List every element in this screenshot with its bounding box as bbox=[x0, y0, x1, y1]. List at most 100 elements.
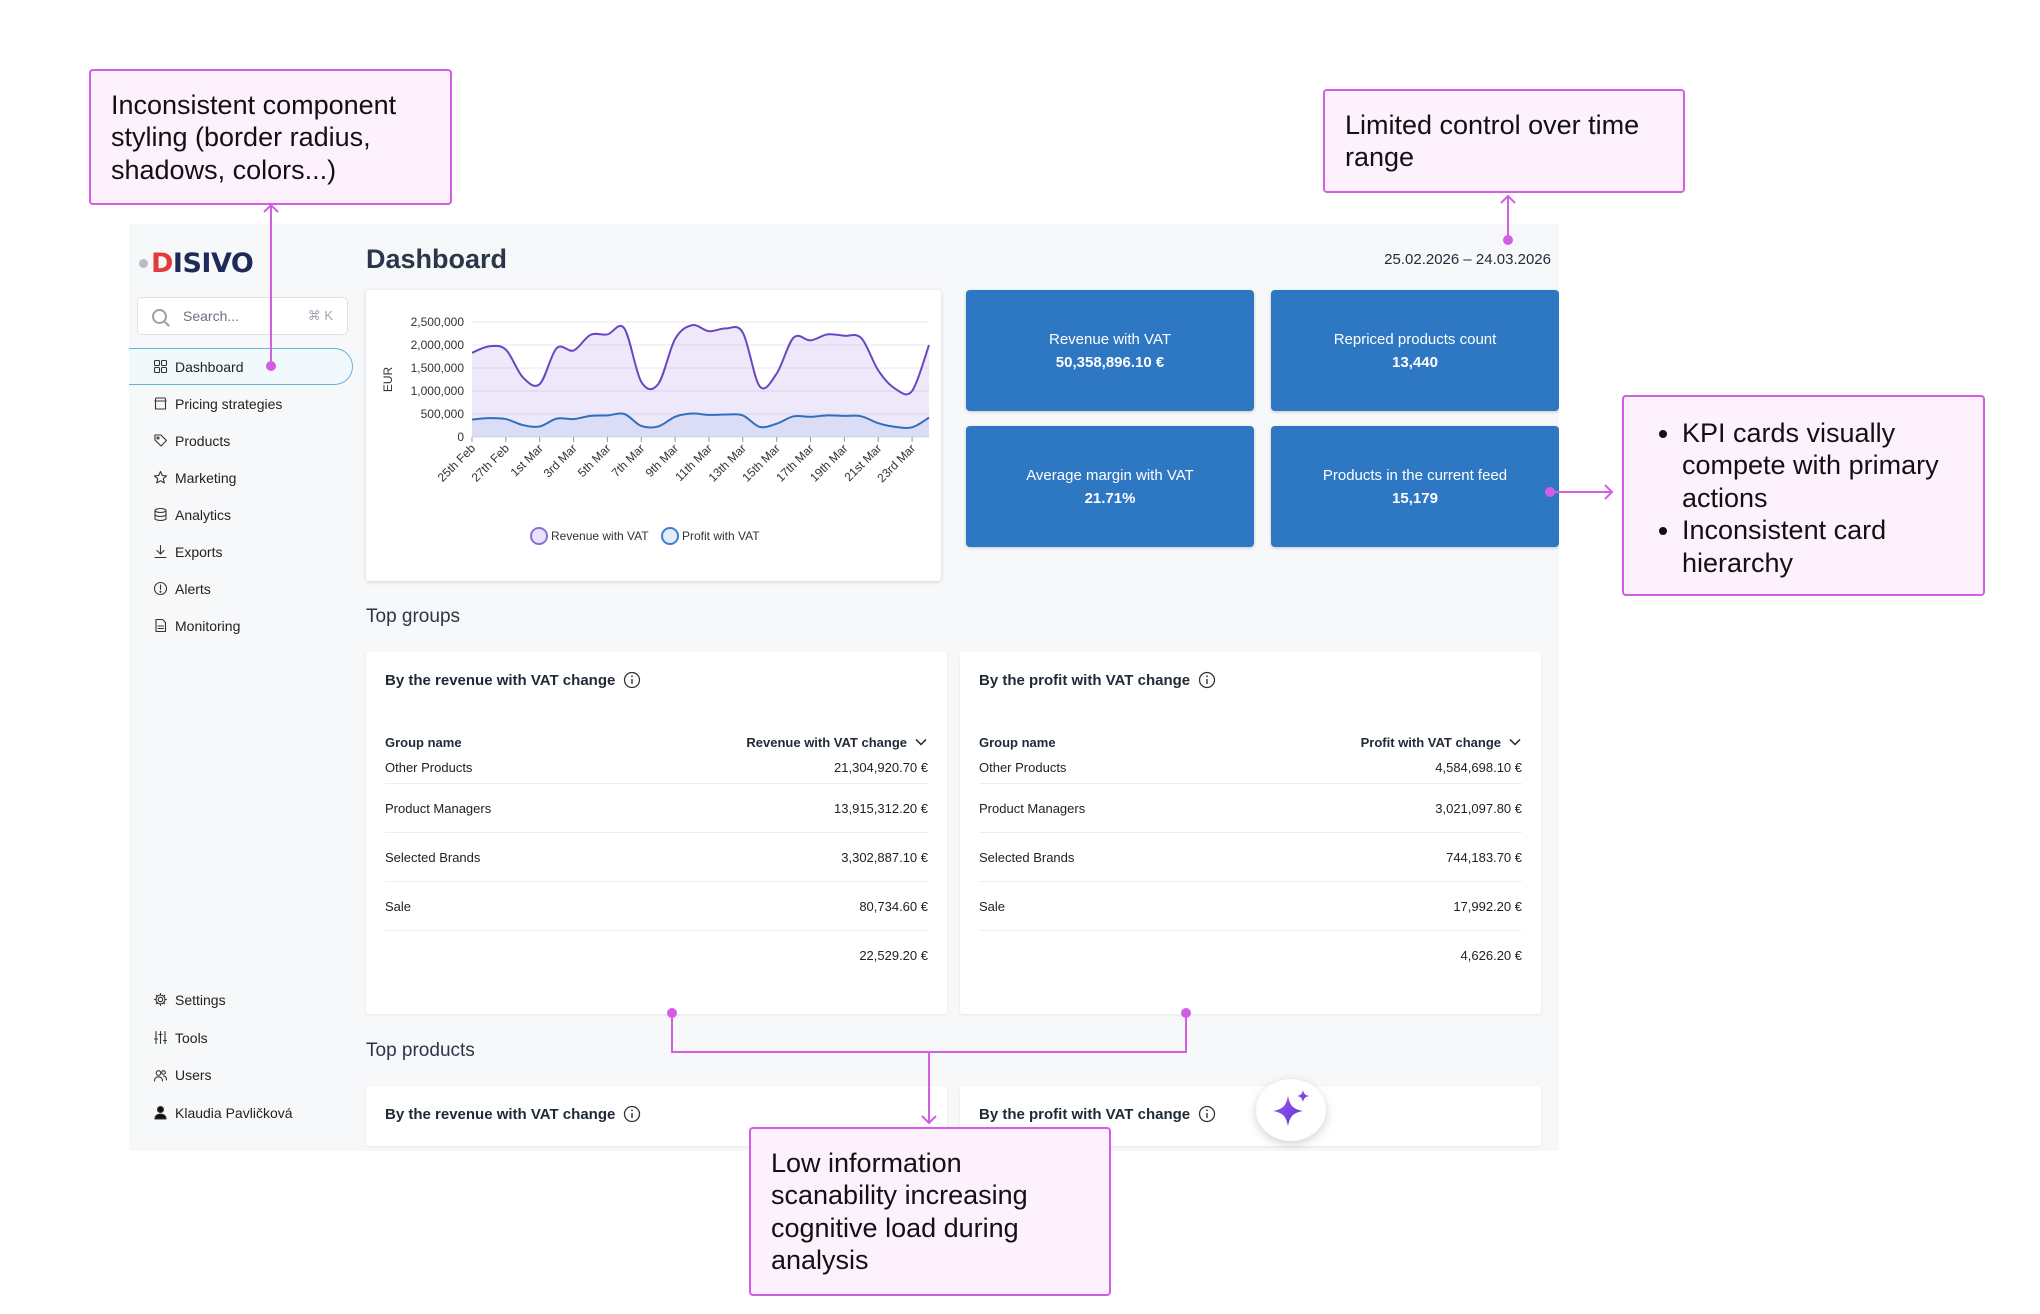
date-range-picker[interactable]: 25.02.2026 – 24.03.2026 bbox=[1384, 251, 1551, 268]
sparkle-icon bbox=[1273, 1090, 1309, 1126]
sidebar-item-monitoring[interactable]: Monitoring bbox=[129, 607, 353, 644]
sidebar-item-label: Users bbox=[175, 1067, 212, 1084]
revenue-chart: 2,500,0002,000,0001,500,0001,000,000500,… bbox=[381, 315, 930, 545]
chevron-down-icon bbox=[915, 738, 927, 746]
sidebar-item-analytics[interactable]: Analytics bbox=[129, 496, 353, 533]
kpi-repriced-card[interactable]: Repriced products count 13,440 bbox=[1271, 290, 1559, 411]
sidebar-item-products[interactable]: Products bbox=[129, 422, 353, 459]
value-cell: 80,734.60 € bbox=[859, 898, 928, 914]
table-row[interactable]: Product Managers 13,915,312.20 € bbox=[385, 784, 928, 833]
sidebar-item-pricing-strategies[interactable]: Pricing strategies bbox=[129, 385, 353, 422]
info-icon[interactable] bbox=[1198, 1105, 1216, 1123]
download-icon bbox=[153, 544, 168, 559]
kpi-value: 50,358,896.10 € bbox=[1055, 353, 1165, 371]
kpi-value: 15,179 bbox=[1392, 489, 1438, 507]
group-name-cell: Sale bbox=[385, 898, 412, 914]
ai-assistant-button[interactable] bbox=[1256, 1079, 1326, 1141]
user-icon bbox=[153, 1105, 168, 1120]
info-icon[interactable] bbox=[623, 1105, 641, 1123]
info-icon[interactable] bbox=[623, 671, 641, 689]
sidebar-item-tools[interactable]: Tools bbox=[129, 1019, 353, 1057]
group-name-cell: Other Products bbox=[979, 760, 1067, 775]
value-cell: 13,915,312.20 € bbox=[834, 800, 928, 816]
sidebar-item-settings[interactable]: Settings bbox=[129, 981, 353, 1019]
search-input[interactable]: Search... ⌘ K bbox=[137, 297, 348, 335]
kpi-label: Repriced products count bbox=[1333, 330, 1497, 348]
x-tick-label: 5th Mar bbox=[575, 441, 614, 480]
table-header: Group name Profit with VAT change bbox=[979, 732, 1522, 752]
sidebar-item-alerts[interactable]: Alerts bbox=[129, 570, 353, 607]
disivo-logo[interactable]: DISIVO bbox=[139, 248, 254, 279]
sidebar-item-marketing[interactable]: Marketing bbox=[129, 459, 353, 496]
info-icon[interactable] bbox=[1198, 671, 1216, 689]
sliders-icon bbox=[153, 1030, 168, 1045]
column-header-group: Group name bbox=[979, 734, 1056, 750]
sidebar-item-label: Analytics bbox=[175, 506, 232, 523]
legend-swatch bbox=[530, 527, 548, 545]
sidebar-item-users[interactable]: Users bbox=[129, 1056, 353, 1094]
legend-label: Revenue with VAT bbox=[551, 529, 649, 543]
table-header: Group name Revenue with VAT change bbox=[385, 732, 928, 752]
tag-icon bbox=[153, 433, 168, 448]
star-icon bbox=[153, 470, 168, 485]
search-shortcut: ⌘ K bbox=[307, 308, 333, 323]
kpi-label: Products in the current feed bbox=[1322, 466, 1508, 484]
sort-column-header[interactable]: Profit with VAT change bbox=[1361, 735, 1522, 750]
sort-column-header[interactable]: Revenue with VAT change bbox=[746, 735, 928, 750]
search-icon bbox=[152, 308, 167, 324]
legend-label: Profit with VAT bbox=[682, 529, 760, 543]
page-title: Dashboard bbox=[366, 244, 508, 274]
sidebar-item-label: Marketing bbox=[175, 469, 237, 486]
alert-icon bbox=[153, 581, 168, 596]
kpi-margin-card[interactable]: Average margin with VAT 21.71% bbox=[966, 426, 1254, 547]
sidebar-item-dashboard[interactable]: Dashboard bbox=[129, 348, 353, 385]
sidebar-item-label: Alerts bbox=[175, 580, 211, 597]
table-row[interactable]: 4,626.20 € bbox=[979, 931, 1522, 980]
x-tick-label: 27th Feb bbox=[469, 441, 513, 485]
search-placeholder: Search... bbox=[183, 308, 240, 324]
table-row[interactable]: Sale 80,734.60 € bbox=[385, 882, 928, 931]
grid-icon bbox=[153, 359, 168, 374]
annotation-list-item: KPI cards visually compete with primary … bbox=[1682, 417, 1963, 514]
y-tick-label: 2,500,000 bbox=[411, 315, 465, 329]
value-cell: 3,302,887.10 € bbox=[841, 849, 928, 865]
sidebar-item-label: Monitoring bbox=[175, 617, 241, 634]
table-row[interactable]: 22,529.20 € bbox=[385, 931, 928, 980]
group-name-cell: Product Managers bbox=[385, 800, 492, 816]
x-tick-label: 7th Mar bbox=[609, 441, 648, 480]
sidebar-item-exports[interactable]: Exports bbox=[129, 533, 353, 570]
arrowhead bbox=[263, 203, 279, 213]
column-header-group: Group name bbox=[385, 734, 462, 750]
series-area-revenue bbox=[472, 325, 929, 437]
y-tick-label: 1,500,000 bbox=[411, 361, 465, 375]
y-tick-label: 500,000 bbox=[421, 407, 465, 421]
database-icon bbox=[153, 507, 168, 522]
annotation-time-range: Limited control over time range bbox=[1323, 89, 1685, 193]
arrowhead bbox=[1500, 194, 1516, 204]
sidebar-item-label: Klaudia Pavličková bbox=[175, 1104, 293, 1121]
sidebar-item-label: Settings bbox=[175, 991, 226, 1008]
sidebar-item-klaudia-pavli-kov[interactable]: Klaudia Pavličková bbox=[129, 1094, 353, 1132]
top-groups-profit-card: By the profit with VAT change Group name… bbox=[960, 652, 1541, 1014]
kpi-revenue-card[interactable]: Revenue with VAT 50,358,896.10 € bbox=[966, 290, 1254, 411]
annotation-list-item: Inconsistent card hierarchy bbox=[1682, 514, 1963, 579]
gear-icon bbox=[153, 992, 168, 1007]
chevron-down-icon bbox=[1509, 738, 1521, 746]
card-heading: By the revenue with VAT change bbox=[385, 671, 641, 689]
main-content: Dashboard 25.02.2026 – 24.03.2026 2,500,… bbox=[366, 224, 1559, 1151]
top-products-title: Top products bbox=[366, 1040, 475, 1061]
annotation-list: KPI cards visually compete with primary … bbox=[1644, 417, 1963, 579]
kpi-feed-card[interactable]: Products in the current feed 15,179 bbox=[1271, 426, 1559, 547]
value-cell: 3,021,097.80 € bbox=[1435, 800, 1522, 816]
top-groups-revenue-card: By the revenue with VAT change Group nam… bbox=[366, 652, 947, 1014]
